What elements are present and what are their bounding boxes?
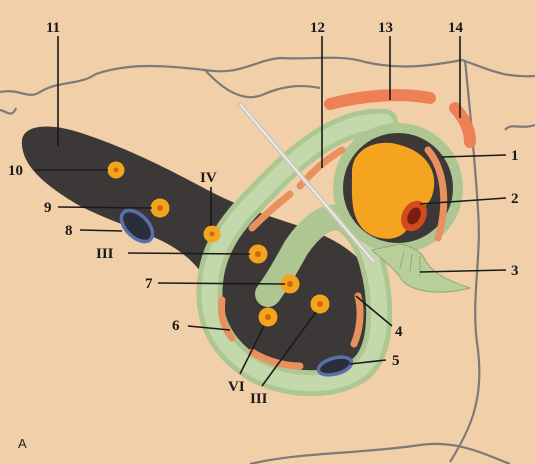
figure-letter: A	[18, 436, 27, 451]
label-5: 5	[392, 353, 400, 369]
label-2: 2	[511, 191, 519, 207]
label-4: 4	[395, 324, 403, 340]
label-iii-lower: III	[250, 391, 268, 407]
label-3: 3	[511, 263, 519, 279]
label-7: 7	[145, 276, 153, 292]
label-14: 14	[448, 20, 464, 36]
label-vi: VI	[228, 379, 245, 395]
label-10: 10	[8, 163, 23, 179]
label-8: 8	[65, 223, 73, 239]
label-11: 11	[46, 20, 60, 36]
label-iii-upper: III	[96, 246, 114, 262]
label-12: 12	[310, 20, 325, 36]
label-13: 13	[378, 20, 393, 36]
label-9: 9	[44, 200, 52, 216]
label-iv: IV	[200, 170, 217, 186]
label-6: 6	[172, 318, 180, 334]
label-1: 1	[511, 148, 519, 164]
